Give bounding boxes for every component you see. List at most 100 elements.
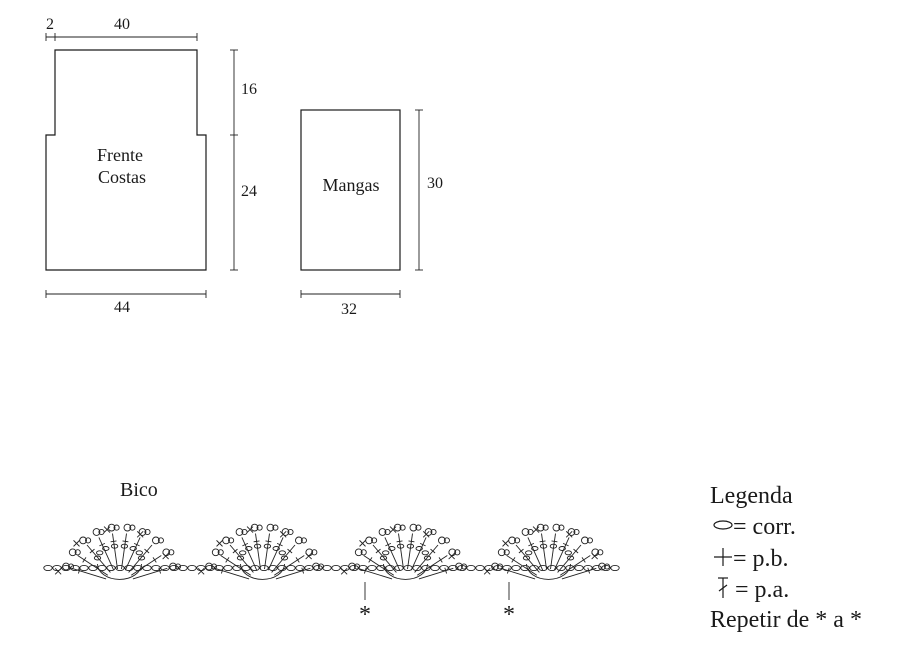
front-back-panel: 2 40 16 24 44 Frente Costas: [45, 16, 257, 316]
picot: [256, 524, 263, 531]
single-crochet-stitch: [483, 568, 491, 575]
double-crochet-stitch: [121, 533, 127, 570]
picot: [210, 563, 218, 570]
stitch-crossbar: [396, 540, 403, 543]
double-crochet-stitch: [384, 537, 401, 571]
stitch-crossbar: [363, 567, 367, 574]
picot: [312, 562, 320, 571]
sleeves-bottom-dimension: [300, 290, 401, 298]
double-crochet-stitch: [414, 544, 439, 573]
double-crochet-stitch: [500, 567, 536, 580]
legend-single-crochet-label: = p.b.: [733, 546, 789, 572]
stitch-crossbar: [122, 540, 129, 543]
picot: [107, 523, 116, 532]
legend: Legenda = corr. = p.b. = p.a. Repetir de…: [710, 483, 862, 633]
edging-chart: [43, 523, 620, 580]
chain-stitch: [70, 564, 80, 572]
chain-stitch: [379, 555, 388, 561]
double-crochet-stitch: [220, 555, 252, 576]
chain-stitch: [124, 564, 134, 572]
double-crochet-stitch: [112, 533, 118, 570]
picot: [455, 562, 463, 571]
chain-stitch: [79, 564, 89, 572]
double-crochet-stitch: [541, 533, 547, 570]
picot: [581, 536, 589, 545]
stitch-crossbar: [368, 557, 373, 563]
sleeves-bottom-label: 32: [341, 301, 357, 318]
chain-stitch: [96, 550, 104, 556]
picot: [438, 536, 446, 545]
chain-stitch: [286, 564, 296, 572]
chain-stitch: [135, 550, 143, 556]
double-crochet-stitch: [410, 537, 427, 571]
single-crochet-stitch: [305, 552, 312, 560]
stitch-crossbar: [253, 540, 260, 543]
front-back-side-dimension: [230, 49, 238, 271]
chain-stitch: [115, 564, 125, 572]
back-label: Costas: [98, 167, 146, 187]
chain-stitch: [610, 564, 620, 572]
picot: [62, 562, 70, 571]
front-label: Frente: [97, 145, 143, 165]
picot: [138, 528, 147, 536]
double-crochet-stitch: [416, 555, 448, 576]
picot: [536, 523, 545, 532]
chain-stitch: [556, 564, 566, 572]
chain-stitch: [520, 564, 530, 572]
stitch-crossbar: [385, 542, 392, 547]
picot: [460, 563, 468, 570]
chain-stitch: [43, 564, 53, 572]
single-crochet-stitch: [162, 552, 169, 560]
single-crochet-stitch: [216, 540, 223, 547]
picot: [348, 562, 356, 571]
chain-stitch: [538, 564, 548, 572]
legend-chain-label: = corr.: [733, 514, 796, 540]
legend-title: Legenda: [710, 483, 793, 509]
dim-top-label: 40: [114, 16, 130, 33]
sleeves-label: Mangas: [323, 175, 380, 195]
chain-stitch: [187, 564, 197, 572]
picot: [573, 528, 580, 536]
stitch-crossbar: [587, 567, 591, 574]
single-crochet-stitch: [565, 530, 573, 538]
stitch-crossbar: [287, 548, 293, 554]
picot: [598, 562, 606, 571]
picot: [113, 524, 120, 531]
double-crochet-stitch: [130, 555, 162, 576]
double-crochet-stitch: [214, 567, 250, 580]
picot: [443, 537, 450, 544]
picot: [354, 548, 363, 557]
double-crochet-stitch: [271, 544, 296, 573]
picot: [371, 537, 378, 544]
picot: [424, 528, 433, 536]
single-crochet-stitch: [502, 540, 509, 547]
chain-stitch: [601, 564, 611, 572]
double-crochet-stitch: [407, 533, 413, 570]
dim-bottom-label: 44: [114, 299, 130, 316]
picot: [250, 523, 259, 532]
chain-stitch: [423, 555, 432, 561]
stitch-crossbar: [77, 567, 81, 574]
chain-stitch: [137, 555, 146, 561]
double-crochet-stitch: [255, 533, 261, 570]
stitch-crossbar: [430, 548, 436, 554]
single-crochet-stitch: [591, 552, 598, 560]
single-crochet-stitch: [73, 540, 80, 547]
picot: [217, 549, 224, 556]
chain-stitch: [484, 564, 494, 572]
picot: [491, 562, 499, 571]
picot: [222, 536, 230, 545]
chain-stitch: [280, 555, 289, 561]
chain-stitch: [178, 564, 188, 572]
picot: [558, 524, 565, 531]
stitch-crossbar: [225, 557, 230, 563]
single-crochet-stitch: [389, 526, 397, 533]
single-crochet-stitch: [136, 530, 144, 538]
double-crochet-stitch: [559, 555, 591, 576]
double-crochet-stitch: [267, 537, 284, 571]
picot: [311, 549, 318, 556]
front-back-outline: [45, 49, 207, 271]
chain-stitch-icon: [713, 520, 733, 530]
picot: [157, 537, 164, 544]
